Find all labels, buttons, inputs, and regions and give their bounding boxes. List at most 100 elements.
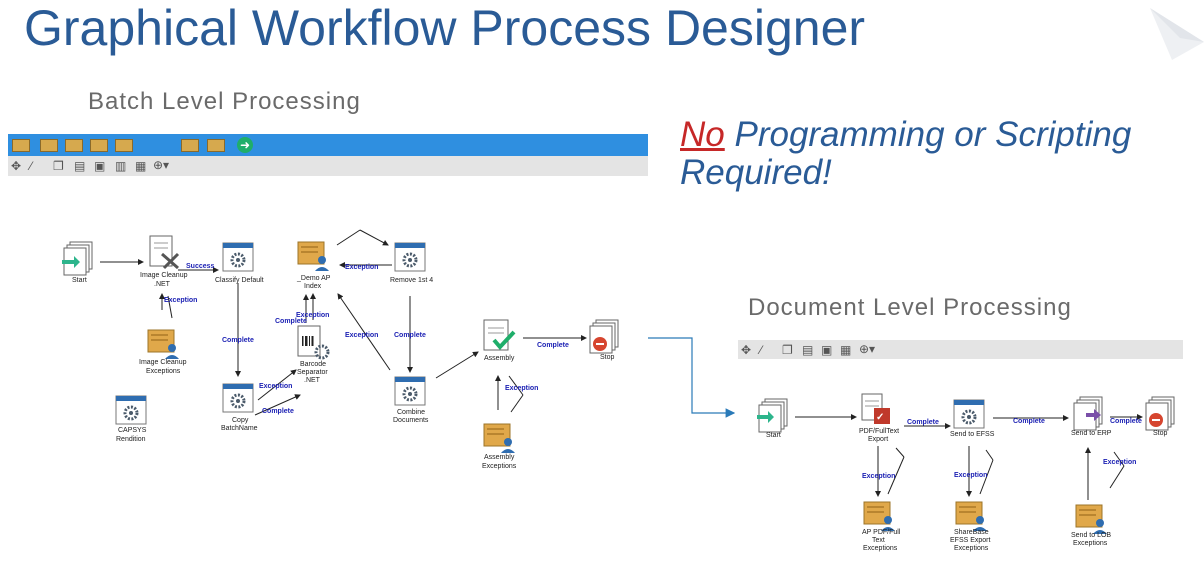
no-programming-tagline: No Programming or Scripting Required! — [680, 116, 1131, 192]
doc-node-send-to-efss[interactable]: Send to EFSS — [950, 398, 995, 438]
batch-edges — [100, 229, 587, 416]
print-icon[interactable] — [181, 139, 199, 152]
node-label-line1: Image Cleanup — [139, 359, 187, 366]
node-label: Send to ERP — [1071, 430, 1112, 437]
edge-label-complete: Complete — [907, 419, 939, 426]
document-level-heading: Document Level Processing — [748, 294, 1072, 321]
paper-plane-logo-icon — [1150, 8, 1204, 60]
node-assembly-exceptions[interactable]: Assembly Exceptions — [482, 423, 517, 470]
select-icon[interactable]: ✥ — [741, 343, 752, 357]
svg-text:✓: ✓ — [876, 412, 884, 423]
node-label-line1: PDF/FullText — [859, 428, 899, 435]
edge-label-success: Success — [186, 263, 215, 270]
export-icon[interactable] — [207, 139, 225, 152]
node-label-line2: Rendition — [116, 436, 146, 443]
node-label: Assembly — [484, 355, 515, 362]
batch-edge-labels: Success Exception Complete Exception Com… — [164, 263, 569, 415]
node-combine-documents[interactable]: Combine Documents — [393, 375, 429, 424]
tagline-no: No — [680, 115, 725, 154]
node-label-line1: AP PDF/Full — [862, 529, 901, 536]
node-label: Classify Default — [215, 277, 264, 284]
validate-icon[interactable]: ▥ — [115, 159, 127, 173]
node-capsys-rendition[interactable]: CAPSYS Rendition — [114, 394, 148, 443]
node-label-line2: .NET — [154, 281, 171, 288]
properties-icon[interactable]: ▣ — [821, 343, 833, 357]
edge-label-complete: Complete — [262, 408, 294, 415]
node-label: Start — [72, 277, 87, 284]
edge-label-complete: Complete — [222, 337, 254, 344]
doc-node-stop[interactable]: Stop — [1145, 396, 1175, 437]
edge-label-exception: Exception — [345, 332, 378, 339]
node-label: Start — [766, 432, 781, 439]
edge-label-exception: Exception — [505, 385, 538, 392]
node-label-line2: Export — [868, 436, 888, 443]
edge-label-exception: Exception — [1103, 459, 1136, 466]
node-stop[interactable]: Stop — [589, 319, 619, 361]
doc-node-start[interactable]: Start — [757, 398, 788, 439]
tagline-line2: Required! — [680, 153, 832, 192]
node-label-line1: CAPSYS — [118, 427, 147, 434]
connector-icon[interactable]: ⁄ — [30, 159, 33, 173]
edge-label-complete: Complete — [537, 342, 569, 349]
edge-label-complete: Complete — [394, 332, 426, 339]
node-label: Send to EFSS — [950, 431, 995, 438]
edge-label-exception: Exception — [345, 264, 378, 271]
batch-to-document-connector — [648, 337, 736, 418]
node-label-line2: Index — [304, 283, 322, 290]
paste-icon[interactable]: ▤ — [74, 159, 86, 173]
edge-label-exception: Exception — [954, 472, 987, 479]
node-label-line1: ShareBase — [954, 529, 989, 536]
node-label-line1: Send to LOB — [1071, 532, 1111, 539]
doc-node-send-to-lob-exceptions[interactable]: Send to LOB Exceptions — [1071, 504, 1111, 547]
edge-label-exception: Exception — [296, 312, 329, 319]
copy-icon[interactable]: ❐ — [782, 343, 793, 357]
node-image-cleanup[interactable]: Image Cleanup .NET — [140, 235, 188, 288]
doc-node-sharebase-exceptions[interactable]: ShareBase EFSS Export Exceptions — [950, 501, 991, 552]
edge-label-complete: Complete — [1110, 418, 1142, 425]
node-label-line3: .NET — [304, 377, 321, 384]
node-remove-1st-4[interactable]: Remove 1st 4 — [390, 241, 433, 284]
batch-tools-toolbar: ✥ ⁄ ❐ ▤ ▣ ▥ ▦ ⊕▾ — [8, 156, 648, 176]
edge-label-complete: Complete — [1013, 418, 1045, 425]
batch-main-toolbar: ➜ — [8, 134, 648, 156]
copy-icon[interactable]: ❐ — [53, 159, 64, 173]
node-label-line2: Exceptions — [146, 368, 181, 375]
node-label-line2: EFSS Export — [950, 537, 991, 544]
node-label-line2: BatchName — [221, 425, 258, 432]
tagline-line1: Programming or Scripting — [724, 115, 1132, 154]
properties-icon[interactable]: ▣ — [94, 159, 106, 173]
node-label-line2: Text — [872, 537, 885, 544]
node-label-line2: Documents — [393, 417, 429, 424]
zoom-icon[interactable]: ⊕▾ — [153, 158, 170, 172]
doc-node-send-to-erp[interactable]: Send to ERP — [1071, 396, 1112, 437]
open-batch-icon[interactable] — [40, 139, 58, 152]
node-label-line1: _Demo AP — [296, 275, 331, 282]
edge-label-exception: Exception — [164, 297, 197, 304]
delete-batch-icon[interactable] — [65, 139, 83, 152]
doc-node-ap-pdf-exceptions[interactable]: AP PDF/Full Text Exceptions — [862, 501, 901, 552]
doc-node-pdf-fulltext-export[interactable]: ✓ PDF/FullText Export — [859, 393, 899, 443]
select-icon[interactable]: ✥ — [11, 159, 22, 173]
run-arrow-icon[interactable]: ➜ — [237, 137, 253, 153]
node-classify-default[interactable]: Classify Default — [215, 241, 264, 284]
node-copy-batchname[interactable]: Copy BatchName — [221, 382, 258, 432]
node-start[interactable]: Start — [62, 241, 93, 284]
batch-level-heading: Batch Level Processing — [88, 88, 361, 115]
node-assembly[interactable]: Assembly — [483, 319, 516, 362]
zoom-icon[interactable]: ⊕▾ — [859, 342, 876, 356]
edge-label-exception: Exception — [862, 473, 895, 480]
node-image-cleanup-exceptions[interactable]: Image Cleanup Exceptions — [139, 329, 187, 375]
node-label-line3: Exceptions — [863, 545, 898, 552]
node-demo-ap-index[interactable]: _Demo AP Index — [296, 241, 331, 290]
node-barcode-separator[interactable]: Barcode Separator .NET — [297, 325, 330, 384]
connector-icon[interactable]: ⁄ — [760, 343, 763, 357]
save-batch-icon[interactable] — [90, 139, 108, 152]
document-tools-toolbar: ✥ ⁄ ❐ ▤ ▣ ▦ ⊕▾ — [738, 340, 1183, 359]
lock-icon[interactable]: ▦ — [135, 159, 147, 173]
check-batch-icon[interactable] — [115, 139, 133, 152]
new-batch-icon[interactable] — [12, 139, 30, 152]
paste-icon[interactable]: ▤ — [802, 343, 814, 357]
node-label-line1: Combine — [397, 409, 425, 416]
lock-icon[interactable]: ▦ — [840, 343, 852, 357]
